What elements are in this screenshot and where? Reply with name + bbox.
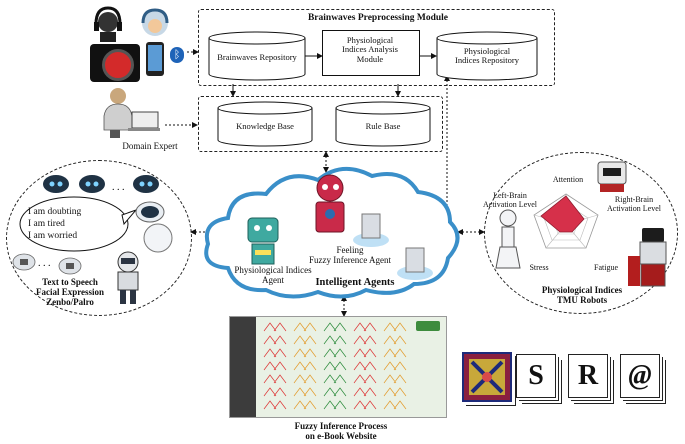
face-expression-icon [43,175,69,193]
fuzzy-agent-label: Feeling Fuzzy Inference Agent [309,245,391,265]
brainwaves-repository-cylinder [208,31,306,81]
ellipsis-text-2: . . . [38,258,51,269]
right-brain-label: Right-Brain Activation Level [607,195,661,213]
stress-label: Stress [529,263,549,272]
knowledge-module [198,96,443,152]
palro-robot-icon [117,251,139,304]
website-logo-icon [416,321,440,331]
tmu-robot-icon-2 [628,228,667,287]
radar-chart [533,193,599,249]
knowledge-base-label: Knowledge Base [236,121,294,131]
speech-bubble [19,196,129,252]
face-expression-icon-2 [79,175,105,193]
rule-base-cylinder [335,101,431,147]
ellipsis-text: . . . [112,182,125,193]
sra-emblem-icon [462,352,512,402]
indices-repository-label: Physiological Indices Repository [455,46,519,66]
phone-device-icon [146,42,164,76]
rule-base-label: Rule Base [365,121,401,131]
physiological-agent-robot-icon [247,217,279,265]
left-panel-caption: Text to Speech Facial Expression Zenbo/P… [35,277,105,307]
fuzzy-agent-robot-icon [315,174,345,233]
eeg-headset-icon [138,6,172,40]
pepper-robot-icon [495,209,521,269]
analysis-module-label: Physiological Indices Analysis Module [342,35,398,64]
speech-line-1: I am doubting [28,207,82,217]
right-panel-caption: Physiological Indices TMU Robots [541,285,623,305]
server-cloud-icon-2 [397,247,433,280]
physiological-agent-label: Physiological Indices Agent [234,265,312,285]
radar-fill [540,195,585,233]
attention-label: Attention [552,175,584,184]
face-expression-icon-4 [12,253,36,271]
tmu-robot-icon [597,161,627,192]
sra-letter-r: R [568,354,608,398]
brainwaves-repository-label: Brainwaves Repository [217,52,297,62]
preprocessing-title: Brainwaves Preprocessing Module [307,13,449,23]
indices-repository-cylinder [436,31,538,81]
tablet-device-icon [90,44,140,82]
face-expression-icon-3 [133,175,159,193]
fatigue-label: Fatigue [594,263,618,272]
intelligent-agents-title: Intelligent Agents [315,277,395,288]
fuzzy-membership-grid [263,322,407,410]
ebook-website-screenshot [229,316,447,418]
sra-letter-s: S [516,354,556,398]
left-brain-label: Left-Brain Activation Level [483,191,537,209]
right-robot-panel [484,152,678,314]
domain-expert-figure-icon [96,86,162,138]
speech-line-3: I am worried [28,231,78,241]
domain-expert-label: Domain Expert [122,141,178,151]
left-robot-panel [6,160,192,316]
headphone-user-icon [90,6,126,42]
bluetooth-icon: ᛒ [170,47,184,63]
sra-letter-at: @ [620,354,660,398]
website-caption: Fuzzy Inference Process on e-Book Websit… [294,421,388,441]
analysis-module-box [322,30,420,76]
zenbo-robot-icon [135,201,173,253]
preprocessing-module [198,9,555,86]
server-cloud-icon [353,213,389,247]
speech-line-2: I am tired [28,219,65,229]
knowledge-base-cylinder [217,101,313,147]
face-expression-icon-5 [58,257,82,275]
website-sidebar [230,317,256,417]
